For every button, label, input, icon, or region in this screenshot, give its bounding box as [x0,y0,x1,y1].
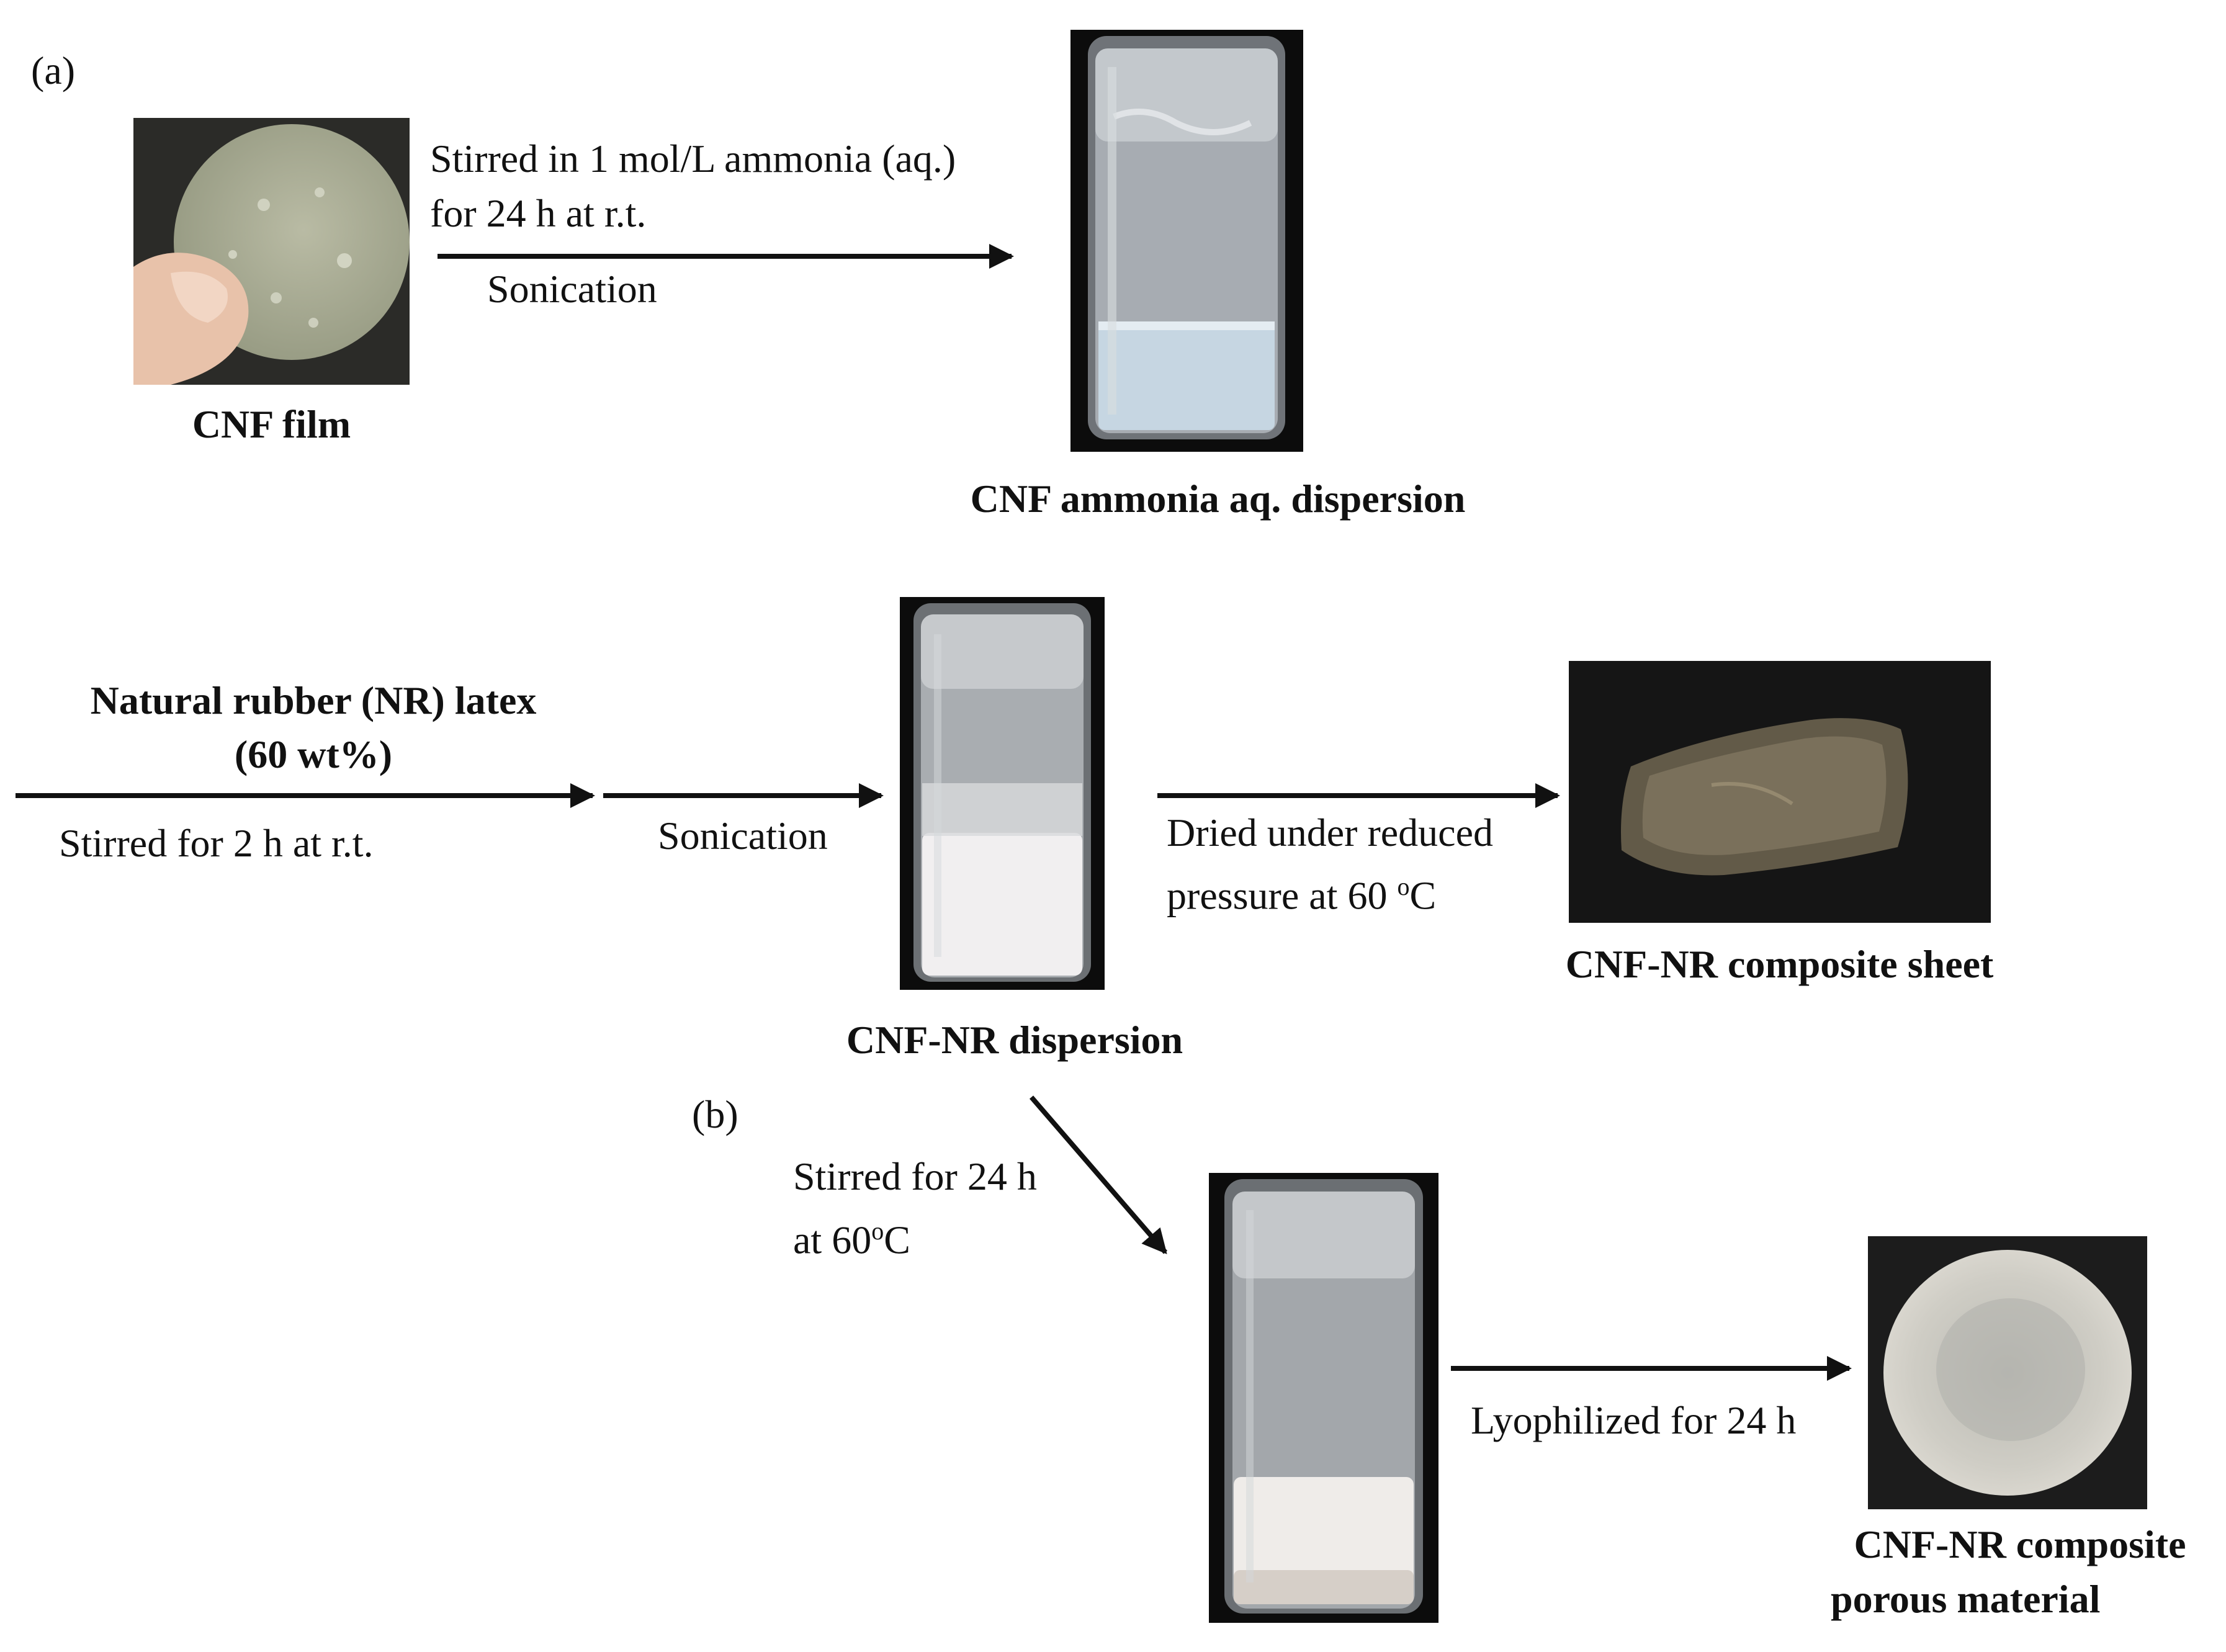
cnf-ammonia-caption: CNF ammonia aq. dispersion [970,477,1466,521]
porous-material-caption-line1: CNF-NR composite [1854,1522,2186,1566]
degree-sup-2: o [871,1217,884,1245]
cnf-nr-dispersion-vial-photo [900,597,1105,990]
cnf-nr-sheet-photo [1569,661,1991,923]
panel-label-b: (b) [692,1092,738,1136]
step3-condition-line1: Dried under reduced [1167,810,1493,855]
step4-condition-line2: at 60oC [793,1204,910,1267]
step3-condition-line2-text: pressure at 60 [1167,873,1398,918]
panel-label-a: (a) [31,48,76,92]
nr-latex-line1: Natural rubber (NR) latex [90,678,537,722]
arrow-stir-60c [1029,1095,1168,1255]
step3-condition-line2-unit: C [1409,873,1437,918]
cnf-film-caption: CNF film [192,402,351,446]
degree-sup: o [1397,873,1410,900]
porous-material-caption-line2: porous material [1831,1577,2101,1621]
step1-condition-line1: Stirred in 1 mol/L ammonia (aq.) [430,137,956,181]
step4-condition-line2-unit: C [884,1218,910,1262]
step1-condition-line2: for 24 h at r.t. [430,191,647,235]
step4-condition-line1: Stirred for 24 h [793,1154,1037,1198]
cnf-nr-sheet-caption: CNF-NR composite sheet [1565,942,1994,986]
step3-condition-line2: pressure at 60 oC [1167,860,1436,923]
step2-sonication: Sonication [658,814,828,858]
step1-condition-line3: Sonication [487,267,657,311]
cnf-ammonia-vial-photo [1070,30,1303,452]
nr-latex-line2: (60 wt%) [234,732,393,776]
porous-material-photo [1868,1236,2147,1509]
step5-condition: Lyophilized for 24 h [1471,1398,1797,1442]
cnf-film-photo [133,118,410,385]
heated-cnf-nr-vial-photo [1209,1173,1438,1623]
cnf-nr-dispersion-caption: CNF-NR dispersion [846,1018,1183,1062]
step2-condition: Stirred for 2 h at r.t. [59,821,374,865]
step4-condition-line2-text: at 60 [793,1218,872,1262]
